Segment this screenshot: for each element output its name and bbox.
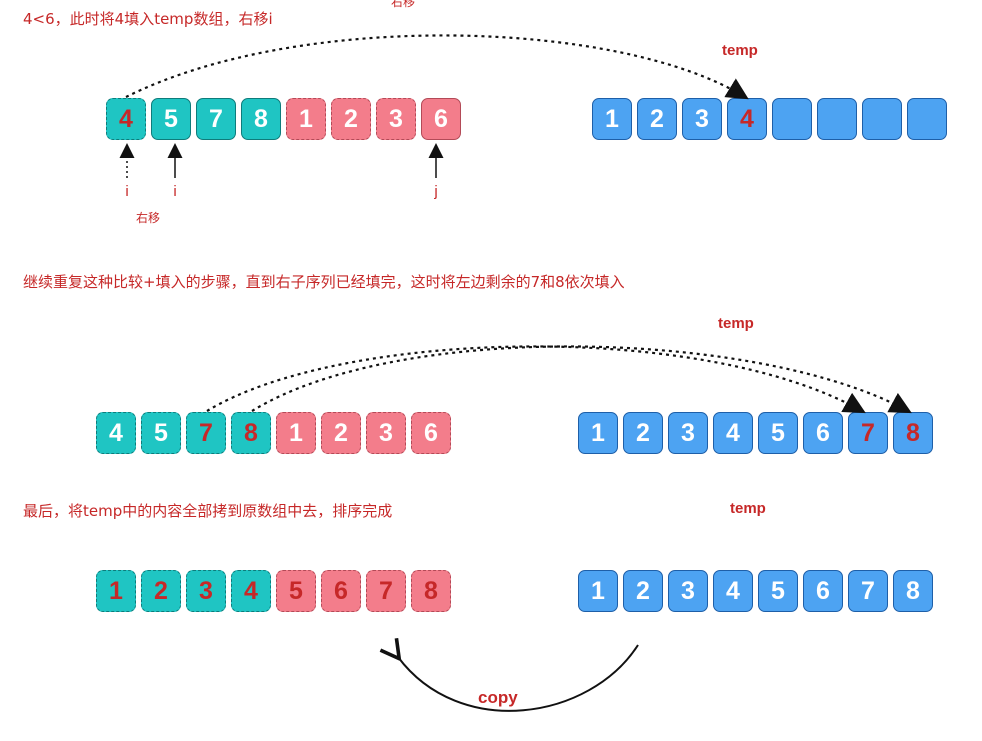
step3-caption: 最后，将temp中的内容全部拷到原数组中去，排序完成 xyxy=(23,502,393,520)
array-cell: 8 xyxy=(231,412,271,454)
row1-source-array: 4 5 7 8 1 2 3 6 xyxy=(106,98,466,140)
temp-cell: 7 xyxy=(848,570,888,612)
pointer-i-old: i xyxy=(125,183,129,200)
array-cell: 1 xyxy=(96,570,136,612)
shift-right-label: 右移 xyxy=(136,211,161,225)
array-cell: 1 xyxy=(286,98,326,140)
temp-cell: 2 xyxy=(637,98,677,140)
array-cell: 2 xyxy=(331,98,371,140)
move-arrow-7 xyxy=(206,345,866,414)
pointer-i-new: i xyxy=(173,183,177,200)
move-arrow-row1 xyxy=(125,34,749,100)
array-cell: 7 xyxy=(366,570,406,612)
temp-cell: 2 xyxy=(623,412,663,454)
temp-cell: 3 xyxy=(668,412,708,454)
temp-cell: 1 xyxy=(578,412,618,454)
pointer-j: j xyxy=(434,183,438,200)
array-cell: 8 xyxy=(411,570,451,612)
array-cell: 4 xyxy=(106,98,146,140)
copy-arrow xyxy=(398,645,639,712)
array-cell: 7 xyxy=(186,412,226,454)
temp-cell: 6 xyxy=(803,570,843,612)
row1-temp-array: 1 2 3 4 xyxy=(592,98,952,140)
array-cell: 6 xyxy=(321,570,361,612)
step1-caption: 4<6，此时将4填入temp数组，右移i xyxy=(23,10,273,28)
temp-cell: 5 xyxy=(758,412,798,454)
temp-label-1: temp xyxy=(722,42,758,59)
temp-cell: 1 xyxy=(578,570,618,612)
array-cell: 3 xyxy=(186,570,226,612)
temp-cell xyxy=(907,98,947,140)
array-cell: 1 xyxy=(276,412,316,454)
temp-cell: 6 xyxy=(803,412,843,454)
row2-source-array: 4 5 7 8 1 2 3 6 xyxy=(96,412,456,454)
array-cell: 4 xyxy=(96,412,136,454)
array-cell: 7 xyxy=(196,98,236,140)
temp-cell xyxy=(817,98,857,140)
arrow-label-shift-right-top: 右移 xyxy=(391,0,416,9)
array-cell: 6 xyxy=(411,412,451,454)
temp-cell: 3 xyxy=(668,570,708,612)
temp-cell: 8 xyxy=(893,570,933,612)
temp-cell: 4 xyxy=(713,412,753,454)
temp-cell: 5 xyxy=(758,570,798,612)
step2-caption: 继续重复这种比较+填入的步骤，直到右子序列已经填完，这时将左边剩余的7和8依次填… xyxy=(23,273,625,291)
temp-label-2: temp xyxy=(718,315,754,332)
temp-cell xyxy=(862,98,902,140)
temp-cell: 7 xyxy=(848,412,888,454)
array-cell: 5 xyxy=(276,570,316,612)
temp-cell xyxy=(772,98,812,140)
array-cell: 2 xyxy=(321,412,361,454)
move-arrow-8 xyxy=(251,345,912,414)
temp-cell: 4 xyxy=(713,570,753,612)
temp-cell: 1 xyxy=(592,98,632,140)
array-cell: 3 xyxy=(376,98,416,140)
row2-temp-array: 1 2 3 4 5 6 7 8 xyxy=(578,412,938,454)
array-cell: 5 xyxy=(151,98,191,140)
temp-cell: 4 xyxy=(727,98,767,140)
row3-temp-array: 1 2 3 4 5 6 7 8 xyxy=(578,570,938,612)
temp-cell: 8 xyxy=(893,412,933,454)
array-cell: 2 xyxy=(141,570,181,612)
array-cell: 5 xyxy=(141,412,181,454)
array-cell: 3 xyxy=(366,412,406,454)
temp-cell: 3 xyxy=(682,98,722,140)
copy-label: copy xyxy=(478,688,518,707)
array-cell: 6 xyxy=(421,98,461,140)
array-cell: 8 xyxy=(241,98,281,140)
row3-source-array: 1 2 3 4 5 6 7 8 xyxy=(96,570,456,612)
temp-label-3: temp xyxy=(730,500,766,517)
temp-cell: 2 xyxy=(623,570,663,612)
array-cell: 4 xyxy=(231,570,271,612)
